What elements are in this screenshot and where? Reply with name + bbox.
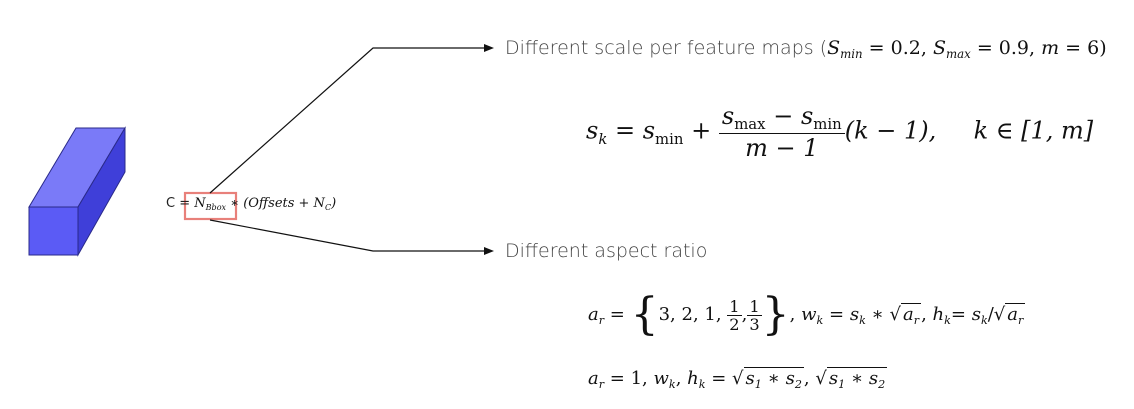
box-front-face — [28, 206, 79, 256]
aspect-branch-label: Different aspect ratio — [505, 240, 708, 262]
bottom-arrow-head — [484, 247, 494, 255]
n-bbox: NBbox — [194, 196, 227, 212]
channel-formula: C = NBbox ∗ (Offsets + NC) — [166, 196, 336, 212]
scale-branch-label: Different scale per feature maps (Smin =… — [505, 37, 1107, 62]
scale-formula: sk = smin + smax − smin m − 1 (k − 1), k… — [586, 102, 1094, 163]
aspect-formula-2: ar = 1, wk, hk = √s1 ∗ s2, √s1 ∗ s2 — [588, 367, 888, 391]
top-arrow-head — [484, 44, 494, 52]
top-connector-line — [209, 47, 485, 194]
bottom-connector-line — [209, 219, 485, 252]
scale-fraction: smax − smin m − 1 — [718, 102, 845, 162]
c-label: C — [166, 196, 176, 211]
c-rest: ∗ (Offsets + NC) — [230, 196, 337, 212]
c-equals: = — [179, 196, 191, 211]
